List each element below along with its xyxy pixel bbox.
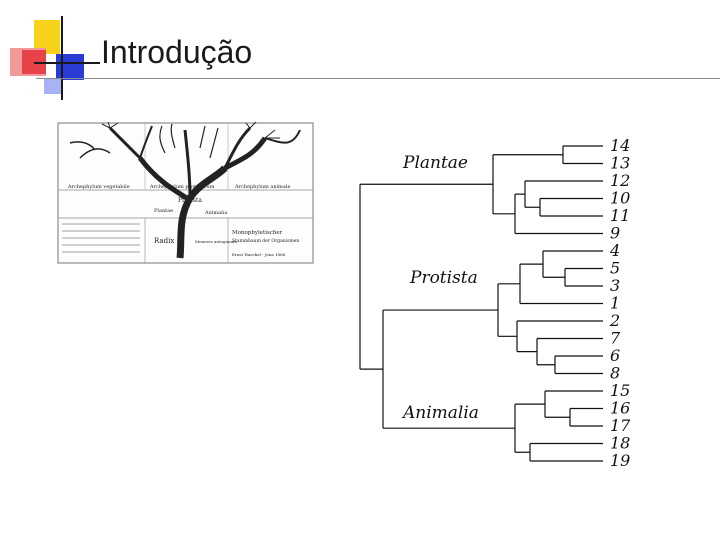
logo-blue-square	[56, 54, 84, 80]
leaf-label-19: 19	[610, 451, 630, 470]
leaf-label-15: 15	[610, 381, 630, 400]
leaf-label-13: 13	[610, 154, 630, 173]
haeckel-label-archephylum-animale: Archephylum animale	[234, 184, 290, 190]
haeckel-label-stammbaum: Stammbaum der Organismen	[232, 238, 299, 244]
haeckel-tree-image: Archephylum vegetabile Archephylum proti…	[57, 121, 314, 264]
leaf-label-5: 5	[610, 259, 620, 278]
leaf-label-18: 18	[610, 434, 630, 453]
leaf-label-3: 3	[610, 276, 620, 295]
cladogram-branches	[359, 145, 603, 462]
leaf-label-12: 12	[610, 171, 630, 190]
title-divider	[36, 78, 720, 79]
group-label-protista: Protista	[409, 268, 478, 288]
group-label-plantae: Plantae	[402, 153, 468, 173]
logo-light-blue-square	[44, 78, 62, 94]
leaf-label-16: 16	[610, 399, 630, 418]
leaf-label-10: 10	[610, 189, 630, 208]
haeckel-label-signature: Ernst Haeckel - Jena 1866	[232, 252, 286, 257]
leaf-label-14: 14	[610, 136, 630, 155]
slide-logo	[0, 0, 100, 110]
haeckel-label-moneres: Moneres autogonum	[195, 239, 237, 244]
haeckel-label-radix: Radix	[154, 237, 174, 245]
leaf-label-9: 9	[610, 224, 620, 243]
haeckel-label-archephylum-vegetabile: Archephylum vegetabile	[67, 184, 130, 190]
leaf-label-4: 4	[609, 241, 620, 260]
leaf-label-6: 6	[610, 346, 620, 365]
logo-vertical-line	[61, 16, 63, 100]
haeckel-label-monophyletischer: Monophyletischer	[232, 230, 283, 236]
group-label-animalia: Animalia	[401, 403, 479, 423]
slide-title: Introdução	[101, 34, 253, 70]
logo-horizontal-line	[34, 62, 100, 64]
leaf-label-17: 17	[610, 416, 631, 435]
leaf-label-2: 2	[609, 311, 620, 330]
haeckel-label-plantae: Plantae	[154, 208, 173, 214]
leaf-label-7: 7	[610, 329, 621, 348]
haeckel-label-archephylum-protisticum: Archephylum protisticum	[149, 184, 215, 190]
leaf-label-11: 11	[610, 206, 630, 225]
haeckel-label-protista: Protista	[178, 197, 202, 204]
leaf-label-8: 8	[610, 364, 620, 383]
haeckel-label-animalia: Animalia	[204, 210, 227, 216]
leaf-label-1: 1	[610, 294, 620, 313]
